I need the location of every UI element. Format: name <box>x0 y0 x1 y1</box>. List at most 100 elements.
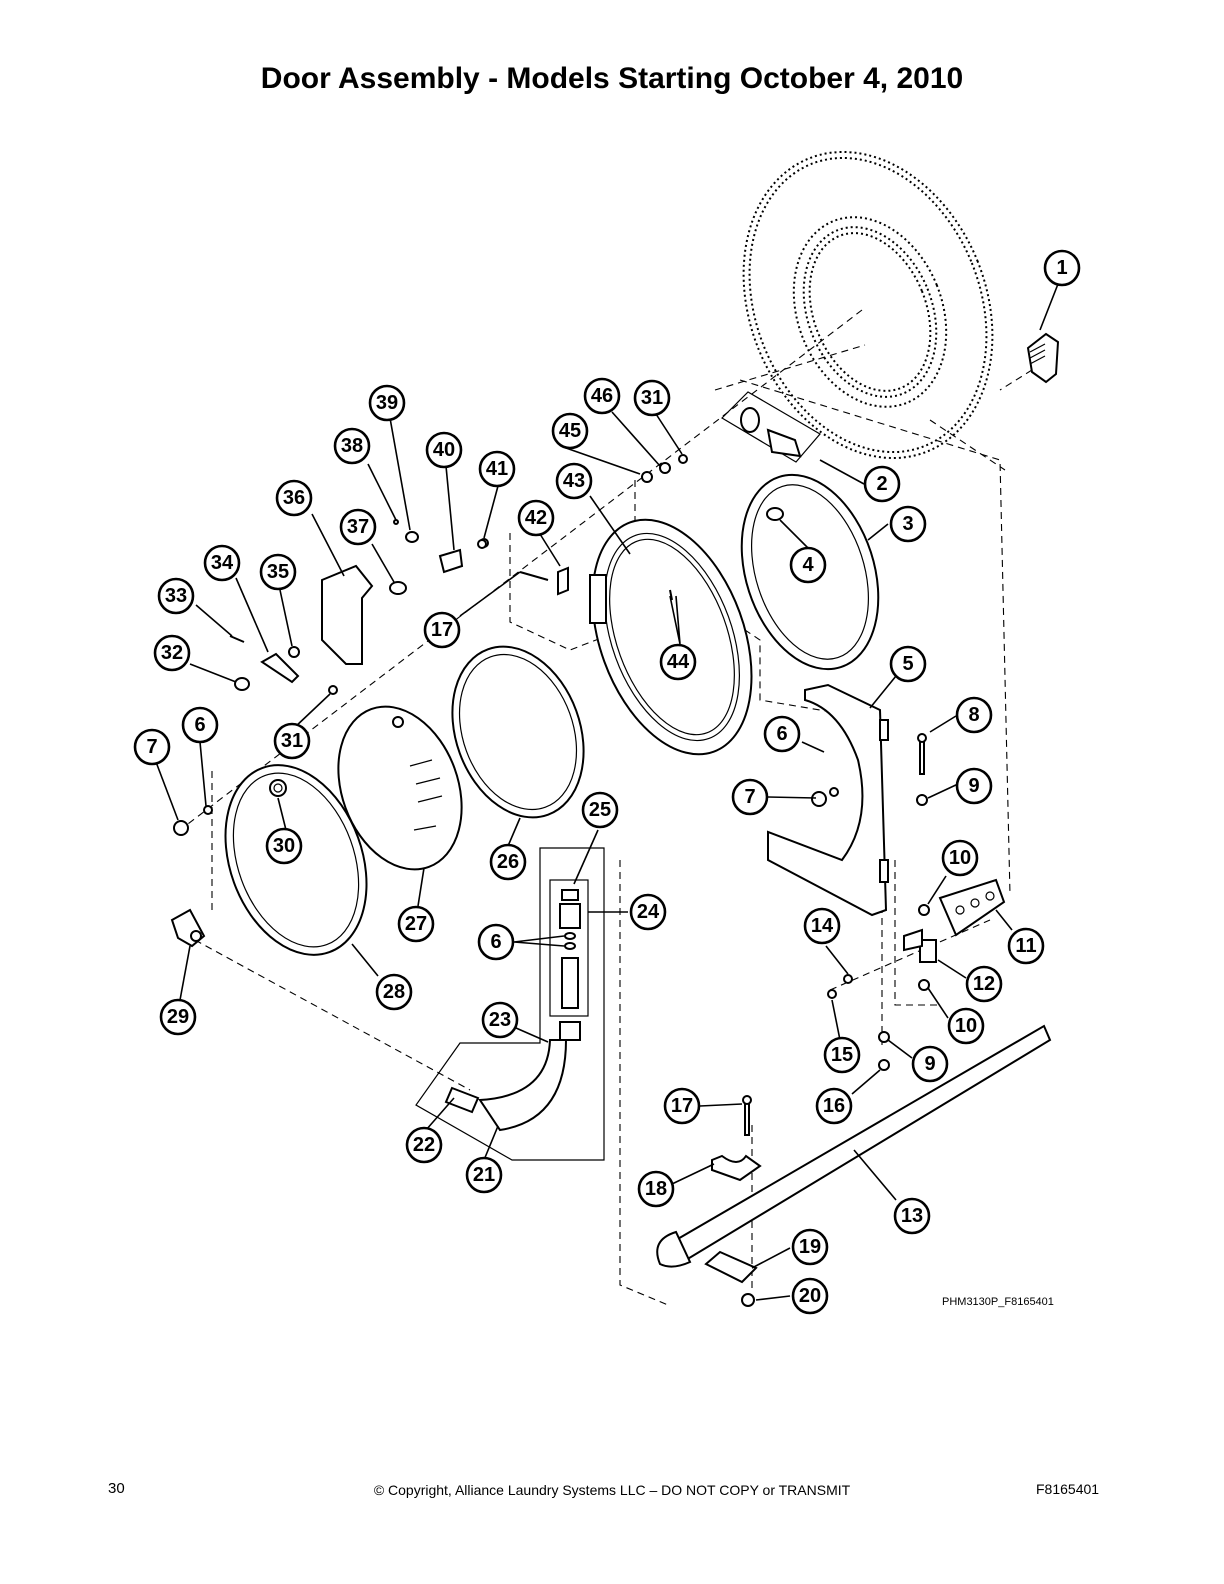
hose-assembly <box>415 847 605 1161</box>
svg-text:34: 34 <box>211 552 234 574</box>
callout-32: 32 <box>153 634 191 672</box>
svg-text:28: 28 <box>383 981 405 1003</box>
svg-text:26: 26 <box>497 851 519 873</box>
callout-26: 26 <box>489 843 527 881</box>
svg-text:31: 31 <box>281 730 303 752</box>
document-number: F8165401 <box>1036 1481 1100 1497</box>
callout-7-left: 7 <box>133 728 171 766</box>
svg-text:5: 5 <box>902 653 913 675</box>
callout-44: 44 <box>659 643 697 681</box>
callout-6: 6 <box>763 715 801 753</box>
svg-text:42: 42 <box>525 507 547 529</box>
callout-43: 43 <box>555 462 593 500</box>
fasteners <box>173 454 930 1071</box>
svg-text:41: 41 <box>486 458 508 480</box>
svg-text:14: 14 <box>811 915 834 937</box>
svg-text:25: 25 <box>589 799 611 821</box>
part-27-glass <box>337 705 463 871</box>
callout-8: 8 <box>955 696 993 734</box>
svg-text:12: 12 <box>973 973 995 995</box>
callout-9-lower: 9 <box>911 1045 949 1083</box>
page-title: Door Assembly - Models Starting October … <box>260 62 964 95</box>
svg-text:20: 20 <box>799 1285 821 1307</box>
callout-31-lower: 31 <box>273 722 311 760</box>
page-number: 30 <box>108 1480 125 1497</box>
svg-text:7: 7 <box>744 786 755 808</box>
callout-33: 33 <box>157 577 195 615</box>
callout-40: 40 <box>425 431 463 469</box>
svg-text:30: 30 <box>273 835 295 857</box>
svg-text:23: 23 <box>489 1009 511 1031</box>
drawing-code: PHM3130P_F8165401 <box>942 1296 1054 1308</box>
part-43-door-frame <box>589 518 753 756</box>
svg-text:7: 7 <box>146 736 157 758</box>
part-13-tube <box>656 1024 1052 1268</box>
callout-37: 37 <box>339 508 377 546</box>
svg-text:2: 2 <box>876 473 887 495</box>
svg-text:8: 8 <box>968 704 979 726</box>
callout-16: 16 <box>815 1087 853 1125</box>
callout-1: 1 <box>1043 249 1081 287</box>
callout-5: 5 <box>889 645 927 683</box>
svg-text:13: 13 <box>901 1205 923 1227</box>
svg-text:37: 37 <box>347 516 369 538</box>
callout-14: 14 <box>803 907 841 945</box>
copyright-notice: © Copyright, Alliance Laundry Systems LL… <box>373 1482 851 1498</box>
svg-text:39: 39 <box>376 392 398 414</box>
callout-39: 39 <box>368 384 406 422</box>
callout-12: 12 <box>965 965 1003 1003</box>
callout-2: 2 <box>863 465 901 503</box>
callout-18: 18 <box>637 1170 675 1208</box>
callout-45: 45 <box>551 412 589 450</box>
svg-text:6: 6 <box>194 714 205 736</box>
part-28-outer-ring <box>224 764 368 956</box>
part-1-hinge-plate <box>999 332 1060 391</box>
svg-text:27: 27 <box>405 913 427 935</box>
part-12-hinge-block <box>903 928 937 963</box>
svg-text:1: 1 <box>1056 257 1067 279</box>
svg-text:15: 15 <box>831 1044 853 1066</box>
svg-text:29: 29 <box>167 1006 189 1028</box>
callout-35: 35 <box>259 553 297 591</box>
handle-parts <box>229 519 569 691</box>
svg-text:38: 38 <box>341 435 363 457</box>
svg-text:32: 32 <box>161 642 183 664</box>
svg-text:40: 40 <box>433 439 455 461</box>
callout-31-upper: 31 <box>633 379 671 417</box>
svg-text:31: 31 <box>641 387 663 409</box>
callout-13: 13 <box>893 1197 931 1235</box>
svg-text:17: 17 <box>431 619 453 641</box>
svg-text:3: 3 <box>902 513 913 535</box>
svg-text:19: 19 <box>799 1236 821 1258</box>
part-2-latch <box>721 391 821 463</box>
svg-text:22: 22 <box>413 1134 435 1156</box>
svg-text:24: 24 <box>637 901 660 923</box>
callout-19: 19 <box>791 1228 829 1266</box>
svg-text:44: 44 <box>667 651 690 673</box>
callout-25: 25 <box>581 791 619 829</box>
callout-17-upper: 17 <box>423 611 461 649</box>
callout-6-left: 6 <box>181 706 219 744</box>
callout-23: 23 <box>481 1001 519 1039</box>
callout-41: 41 <box>478 450 516 488</box>
callout-21: 21 <box>465 1156 503 1194</box>
leader-lines <box>155 283 1059 1301</box>
part-5-hinge-bracket <box>767 683 889 917</box>
callout-22: 22 <box>405 1126 443 1164</box>
callout-38: 38 <box>333 427 371 465</box>
svg-text:10: 10 <box>955 1015 977 1037</box>
callout-36: 36 <box>275 479 313 517</box>
callout-30: 30 <box>265 827 303 865</box>
cabinet-front-panel <box>742 150 994 460</box>
svg-text:17: 17 <box>671 1095 693 1117</box>
svg-text:4: 4 <box>802 554 814 576</box>
callout-11: 11 <box>1007 927 1045 965</box>
part-29-elbow <box>170 908 206 948</box>
callout-28: 28 <box>375 973 413 1011</box>
callout-29: 29 <box>159 998 197 1036</box>
svg-text:9: 9 <box>924 1053 935 1075</box>
svg-text:9: 9 <box>968 775 979 797</box>
svg-text:6: 6 <box>490 931 501 953</box>
callout-4: 4 <box>789 546 827 584</box>
